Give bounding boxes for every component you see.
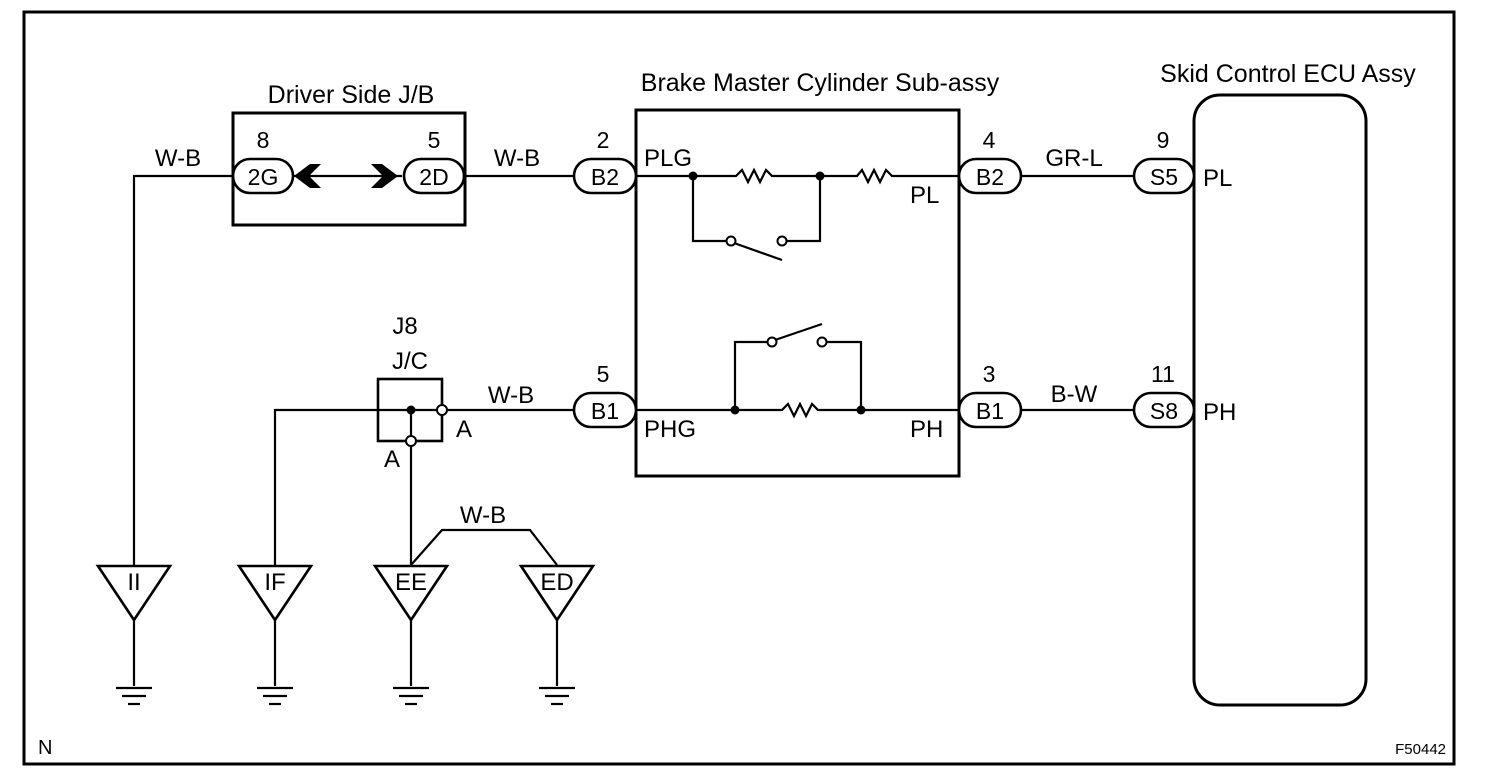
wire-w-b-ee-ed	[410, 528, 558, 566]
pin-2: 2	[597, 127, 610, 153]
jc-name: J/C	[392, 348, 428, 375]
jc-id: J8	[392, 313, 417, 340]
connector-s8	[1132, 391, 1196, 429]
ground-label: IF	[264, 569, 285, 596]
ecu-title: Skid Control ECU Assy	[1160, 60, 1416, 88]
jc-pin-a-right-label: A	[456, 416, 472, 443]
connector-b1-right-label: B1	[976, 398, 1004, 424]
jb-box	[231, 111, 467, 227]
figure-id: F50442	[1395, 741, 1446, 758]
terminal-pl-ecu: PL	[1203, 165, 1232, 192]
connector-b1-left-label: B1	[591, 398, 619, 424]
driver-side-junction-block: Driver Side J/B 2G 8 2D 5	[231, 81, 467, 227]
terminal-plg: PLG	[644, 145, 692, 172]
connector-2d-label: 2D	[419, 164, 448, 190]
connector-s5-label: S5	[1150, 164, 1178, 190]
connector-2g-label: 2G	[248, 164, 279, 190]
terminal-ph-ecu: PH	[1203, 399, 1236, 426]
jc-pin-a-bottom-label: A	[384, 446, 400, 473]
ph-circuit	[636, 322, 959, 419]
ground-label: EE	[395, 569, 427, 596]
wire-label-w3: W-B	[488, 382, 534, 409]
diagram-frame	[22, 10, 1456, 766]
jc-pin-a-bottom	[405, 435, 417, 447]
switch-contact	[766, 336, 778, 348]
jb-title: Driver Side J/B	[268, 81, 435, 109]
terminal-ph-bmc: PH	[910, 416, 943, 443]
ground-point-icon	[95, 564, 173, 623]
terminal-phg: PHG	[644, 416, 696, 443]
bmc-title: Brake Master Cylinder Sub-assy	[641, 69, 1000, 97]
pin-9: 9	[1157, 127, 1170, 153]
skid-control-ecu: Skid Control ECU Assy S5 9 S8 11 PL PH	[1132, 60, 1416, 707]
connector-b2-left-label: B2	[591, 164, 619, 190]
connector-s8-label: S8	[1150, 398, 1178, 424]
ground-point-icon	[236, 564, 314, 623]
connector-b2-right-label: B2	[976, 164, 1004, 190]
ground-label: ED	[540, 569, 573, 596]
wire-label-w6: B-W	[1051, 381, 1098, 408]
jc-pin-a-right	[436, 404, 448, 416]
wire-label-w2: W-B	[494, 145, 540, 172]
terminal-pl-bmc: PL	[910, 182, 939, 209]
pl-circuit	[636, 167, 959, 262]
ecu-box	[1192, 93, 1368, 707]
switch-contact	[816, 336, 828, 348]
connector-arrow-right-icon	[371, 164, 398, 188]
wire-w-b-to-ii	[132, 174, 233, 565]
ground-ee: EE	[372, 564, 450, 706]
pin-8: 8	[257, 127, 270, 153]
ground-point-icon	[372, 564, 450, 623]
switch-contact	[776, 235, 788, 247]
wire-label-w5: GR-L	[1045, 145, 1102, 172]
wire-label-w1: W-B	[155, 145, 201, 172]
pin-3: 3	[983, 361, 996, 387]
ground-ed: ED	[518, 564, 596, 706]
wire-label-w4: W-B	[460, 502, 506, 529]
ground-if: IF	[236, 564, 314, 706]
ground-ii: II	[95, 564, 173, 706]
pin-5-b1: 5	[597, 361, 610, 387]
pin-5-jb: 5	[428, 127, 441, 153]
bmc-box	[634, 108, 961, 478]
ground-label: II	[127, 569, 140, 596]
switch-blade	[733, 241, 783, 262]
connector-s5	[1132, 157, 1196, 195]
ground-point-icon	[518, 564, 596, 623]
pin-4: 4	[983, 127, 996, 153]
pin-11: 11	[1151, 361, 1175, 387]
junction-connector-j8: J8 J/C A A	[273, 313, 472, 565]
brake-master-cylinder: Brake Master Cylinder Sub-assy B2 2 B2 4…	[572, 69, 1023, 478]
switch-contact	[725, 235, 737, 247]
corner-label: N	[38, 737, 52, 759]
switch-blade	[774, 322, 823, 342]
junction-dot	[406, 405, 416, 415]
connector-arrow-left-icon	[294, 164, 321, 188]
